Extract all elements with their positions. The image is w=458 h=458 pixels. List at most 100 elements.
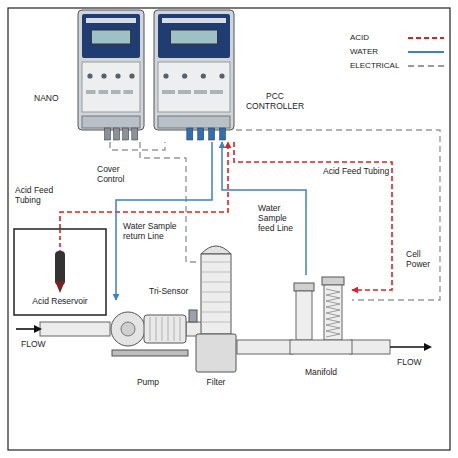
flow-arrowhead xyxy=(424,343,432,351)
pump-head xyxy=(111,312,145,346)
flow-arrow xyxy=(390,346,424,348)
probe-tip xyxy=(55,281,65,293)
fitting xyxy=(187,128,193,140)
tank-rib xyxy=(201,272,231,273)
controller-housing xyxy=(154,10,234,130)
bottom-ledge xyxy=(158,116,230,128)
frame xyxy=(8,8,450,450)
line-label: Acid Feed Tubing xyxy=(322,167,390,177)
line-label: Acid Feed Tubing xyxy=(14,186,66,206)
line-label: Tri-Sensor xyxy=(148,287,189,297)
button xyxy=(163,73,168,78)
tri-sensor-symbol xyxy=(189,310,197,322)
valve-body xyxy=(296,291,312,340)
button xyxy=(101,73,106,78)
manifold-pipe xyxy=(290,340,352,354)
legend-swatch xyxy=(408,60,446,72)
legend-swatch xyxy=(408,32,446,44)
filter: Filter xyxy=(193,238,239,392)
pump-motor xyxy=(144,315,186,343)
legend: ACID WATERELECTRICAL xyxy=(350,32,446,74)
button xyxy=(201,73,206,78)
indicator xyxy=(178,90,191,94)
filter-dome xyxy=(201,246,231,254)
motor-rib xyxy=(156,317,157,341)
motor-rib xyxy=(162,317,163,341)
legend-swatch xyxy=(408,46,446,58)
acid-tube xyxy=(59,229,61,251)
legend-row: WATER xyxy=(350,46,446,60)
filter-base xyxy=(196,334,236,372)
node-illustration xyxy=(76,10,146,142)
tank-rib xyxy=(201,292,231,293)
logo-band xyxy=(162,18,226,23)
pump-eye xyxy=(121,322,135,336)
node-label: Filter xyxy=(193,378,239,388)
fitting xyxy=(114,128,120,140)
cover-control-wire xyxy=(140,142,200,262)
manifold: Manifold xyxy=(290,275,352,385)
node-illustration xyxy=(193,238,239,392)
indicator xyxy=(99,90,109,94)
legend-row: ACID xyxy=(350,32,446,46)
acid-reservoir: Acid Reservoir xyxy=(14,229,106,315)
indicator xyxy=(194,90,207,94)
indicator xyxy=(162,90,175,94)
tank-rib xyxy=(201,322,231,323)
motor-rib xyxy=(180,317,181,341)
display xyxy=(91,30,130,44)
motor-rib xyxy=(168,317,169,341)
line-label: Cell Power xyxy=(405,250,439,270)
node-label: Pump xyxy=(106,378,190,388)
fitting xyxy=(198,128,204,140)
legend-text: ELECTRICAL xyxy=(350,61,399,70)
reservoir-outline xyxy=(14,229,106,315)
elec-line xyxy=(110,142,165,150)
pump: Pump xyxy=(106,300,190,392)
tank-rib xyxy=(201,282,231,283)
keypad-panel xyxy=(82,62,140,112)
cell-body xyxy=(324,285,342,340)
legend-line xyxy=(408,51,444,53)
cell-plates xyxy=(326,289,340,337)
keypad-panel xyxy=(158,62,230,112)
button xyxy=(219,73,224,78)
fitting xyxy=(132,128,138,140)
legend-line xyxy=(408,65,444,67)
flow-arrow xyxy=(16,328,36,330)
filter-tank xyxy=(201,254,231,334)
fitting xyxy=(105,128,111,140)
inlet-pipe xyxy=(40,322,110,336)
node-label: Manifold xyxy=(290,368,352,378)
acid-line xyxy=(60,142,228,229)
pump-base xyxy=(112,350,188,356)
node-label: PCC CONTROLLER xyxy=(242,92,308,112)
button xyxy=(115,73,120,78)
bottom-ledge xyxy=(82,116,140,128)
tank-rib xyxy=(201,262,231,263)
flow-arrowhead xyxy=(34,325,42,333)
legend-row: ELECTRICAL xyxy=(350,60,446,74)
node-label: Acid Reservoir xyxy=(14,297,106,307)
controller-unit: PCC CONTROLLER xyxy=(152,10,236,142)
controller-housing xyxy=(78,10,144,130)
outlet-pipe xyxy=(350,340,390,354)
fitting xyxy=(123,128,129,140)
legend-line xyxy=(408,37,444,39)
logo-band xyxy=(86,18,136,23)
controller-top-panel xyxy=(158,14,230,58)
fitting xyxy=(220,128,226,140)
filter-manifold-pipe xyxy=(237,340,293,354)
acid-probe xyxy=(55,251,65,285)
line-label: Water Sample feed Line xyxy=(257,204,305,233)
water-line xyxy=(222,142,306,275)
button xyxy=(87,73,92,78)
display xyxy=(170,30,217,44)
elec-line xyxy=(236,130,440,300)
node-illustration xyxy=(152,10,236,142)
line-label: Cover Control xyxy=(96,165,138,185)
indicator xyxy=(210,90,223,94)
valve-cap xyxy=(322,277,344,285)
legend-text: ACID xyxy=(350,33,369,42)
flow-label: FLOW xyxy=(20,340,47,350)
